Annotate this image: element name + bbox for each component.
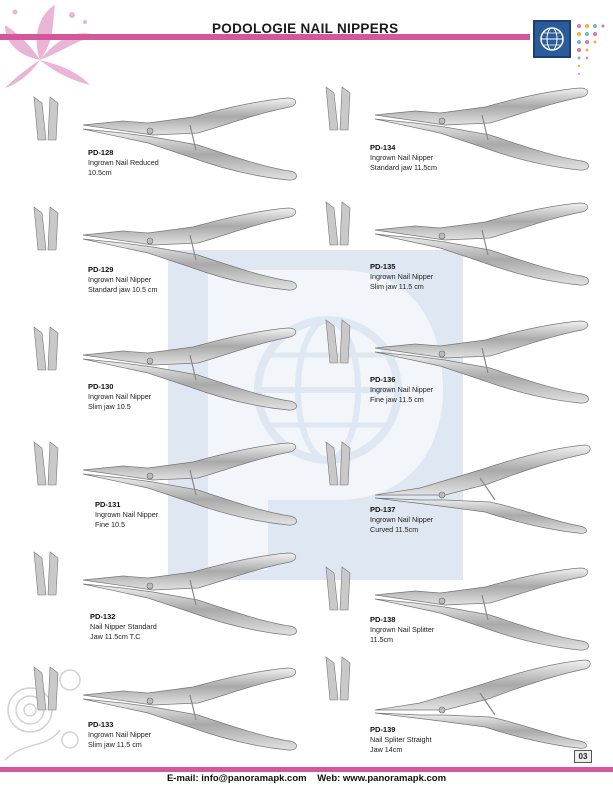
product-code: PD-130	[88, 382, 114, 391]
product-description-line: Ingrown Nail Reduced	[88, 158, 159, 167]
nail-nipper-image	[82, 667, 297, 751]
nail-nipper-image	[82, 207, 297, 291]
product-description-line: Slim jaw 11.5 cm	[370, 282, 424, 291]
product-code: PD-133	[88, 720, 114, 729]
nail-nipper-image	[82, 552, 297, 636]
product-description-line: Standard jaw 11.5cm	[370, 163, 437, 172]
product-description-line: Ingrown Nail Nipper	[95, 510, 159, 519]
product-code: PD-139	[370, 725, 396, 734]
product-pd-133	[30, 665, 330, 775]
jaw-detail-image	[325, 441, 351, 486]
product-code: PD-131	[95, 500, 121, 509]
product-code: PD-135	[370, 262, 396, 271]
product-description-line: 10.5cm	[88, 168, 112, 177]
jaw-detail-image	[33, 441, 59, 486]
footer-accent-bar	[0, 767, 613, 772]
product-description-line: Slim jaw 11.5 cm	[88, 740, 142, 749]
nail-nipper-image	[374, 659, 591, 749]
product-description-line: Ingrown Nail Nipper	[88, 275, 152, 284]
product-description-line: Ingrown Nail Nipper	[88, 730, 152, 739]
product-pd-129	[30, 205, 330, 315]
product-code: PD-137	[370, 505, 396, 514]
product-description-line: Ingrown Nail Nipper	[370, 385, 434, 394]
product-code: PD-129	[88, 265, 114, 274]
jaw-detail-image	[325, 656, 351, 701]
dot-pattern-icon	[577, 24, 605, 75]
jaw-detail-image	[33, 666, 59, 711]
jaw-detail-image	[325, 86, 351, 131]
product-description-line: Nail Spliter Straight	[370, 735, 432, 744]
page-title: PODOLOGIE NAIL NIPPERS	[212, 21, 399, 36]
floral-decoration-icon	[5, 5, 95, 88]
nail-nipper-image	[82, 327, 297, 411]
jaw-detail-image	[33, 206, 59, 251]
globe-logo-icon	[540, 27, 564, 51]
nail-nipper-image	[374, 320, 589, 404]
product-description-line: Ingrown Nail Splitter	[370, 625, 435, 634]
footer-email[interactable]: E-mail: info@panoramapk.com	[166, 773, 307, 784]
nail-nipper-image	[82, 97, 297, 181]
nail-nipper-image	[374, 567, 589, 651]
jaw-detail-image	[33, 551, 59, 596]
product-pd-131	[30, 440, 330, 550]
product-pd-135	[322, 200, 613, 310]
product-pd-128	[30, 95, 330, 205]
nail-nipper-image	[374, 87, 589, 171]
nail-nipper-image	[374, 444, 591, 534]
product-description-line: Ingrown Nail Nipper	[370, 272, 434, 281]
product-pd-136	[322, 318, 613, 428]
product-pd-137	[322, 440, 613, 550]
product-description-line: Ingrown Nail Nipper	[370, 153, 434, 162]
product-pd-132	[30, 550, 330, 660]
product-code: PD-132	[90, 612, 116, 621]
product-pd-139	[322, 655, 613, 765]
watermark-logo-icon	[168, 250, 463, 580]
jaw-detail-image	[33, 96, 59, 141]
product-pd-130	[30, 325, 330, 435]
product-description-line: Jaw 11.5cm T.C	[90, 632, 141, 641]
nail-nipper-image	[82, 442, 297, 526]
product-description-line: Standard jaw 10.5 cm	[88, 285, 158, 294]
footer-web[interactable]: Web: www.panoramapk.com	[317, 773, 447, 784]
jaw-detail-image	[325, 566, 351, 611]
company-logo	[533, 20, 571, 58]
product-code: PD-136	[370, 375, 396, 384]
product-pd-138	[322, 565, 613, 675]
product-description-line: Nail Nipper Standard	[90, 622, 157, 631]
product-description-line: Curved 11.5cm	[370, 525, 419, 534]
footer-contact: E-mail: info@panoramapk.com Web: www.pan…	[0, 773, 613, 784]
product-description-line: Ingrown Nail Nipper	[88, 392, 152, 401]
product-description-line: Fine 10.5	[95, 520, 125, 529]
nail-nipper-image	[374, 202, 589, 286]
jaw-detail-image	[33, 326, 59, 371]
jaw-detail-image	[325, 201, 351, 246]
product-description-line: Fine jaw 11.5 cm	[370, 395, 424, 404]
product-description-line: Ingrown Nail Nipper	[370, 515, 434, 524]
product-code: PD-138	[370, 615, 396, 624]
product-description-line: 11.5cm	[370, 635, 394, 644]
product-description-line: Jaw 14cm	[370, 745, 403, 754]
product-code: PD-128	[88, 148, 114, 157]
product-pd-134	[322, 85, 613, 195]
header-accent-bar	[0, 34, 530, 40]
jaw-detail-image	[325, 319, 351, 364]
product-description-line: Slim jaw 10.5	[88, 402, 131, 411]
page-number: 03	[574, 750, 592, 763]
product-code: PD-134	[370, 143, 396, 152]
